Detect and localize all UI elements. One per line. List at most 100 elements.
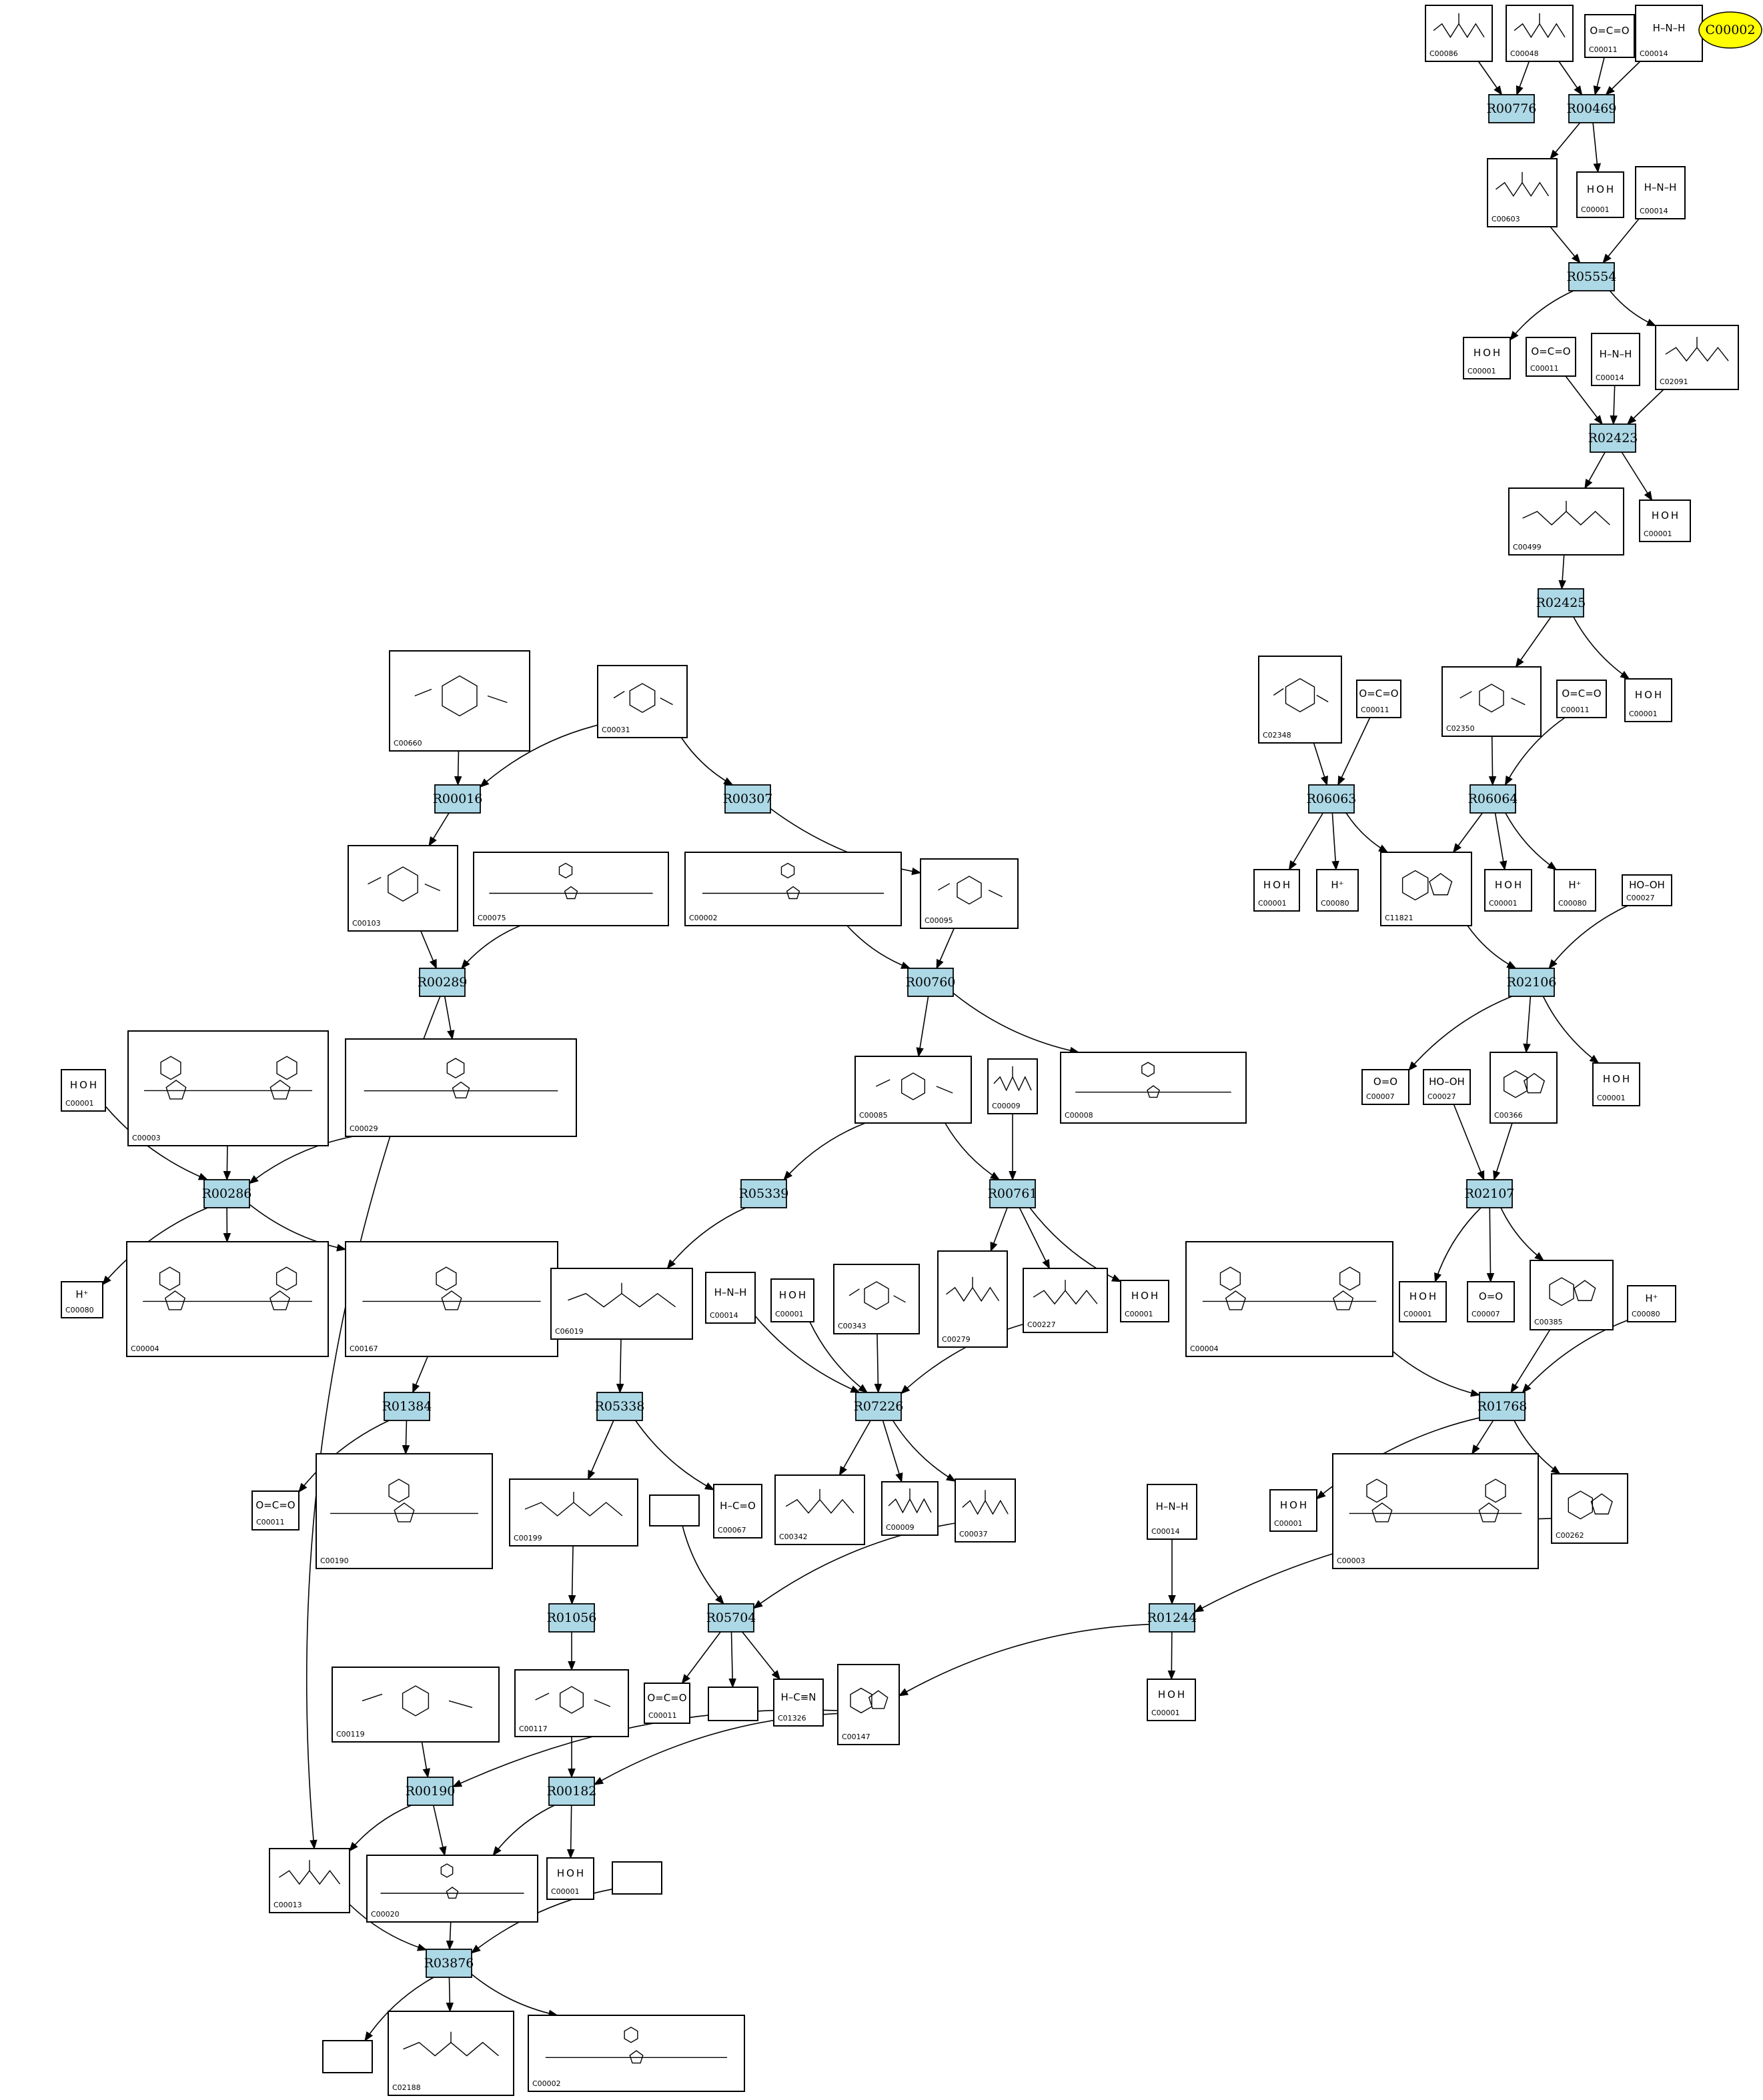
reaction-node[interactable]: R01768: [1478, 1392, 1528, 1421]
reaction-node[interactable]: R00289: [418, 968, 468, 997]
compound-node[interactable]: C00343: [833, 1264, 920, 1334]
reaction-node[interactable]: R00469: [1567, 94, 1617, 123]
compound-node[interactable]: H⁺C00080: [1554, 869, 1596, 912]
compound-node[interactable]: C00262: [1551, 1473, 1628, 1544]
reaction-node[interactable]: R01244: [1147, 1603, 1197, 1633]
compound-node[interactable]: C00147: [837, 1664, 900, 1745]
compound-node[interactable]: [322, 2040, 373, 2073]
compound-node[interactable]: C00660: [389, 650, 530, 752]
compound-node[interactable]: C00009: [881, 1481, 939, 1536]
compound-node[interactable]: H⁺C00080: [61, 1281, 103, 1318]
compound-node[interactable]: C00020: [366, 1855, 538, 1923]
compound-node[interactable]: C06019: [550, 1268, 693, 1340]
reaction-node[interactable]: R02423: [1588, 423, 1638, 453]
reaction-node[interactable]: R01384: [382, 1392, 432, 1421]
reaction-node[interactable]: R02107: [1465, 1179, 1515, 1208]
compound-node[interactable]: C00499: [1508, 487, 1624, 556]
reaction-node[interactable]: R02425: [1536, 588, 1586, 618]
compound-node[interactable]: C00003: [127, 1030, 329, 1146]
reaction-node[interactable]: R00776: [1487, 94, 1537, 123]
compound-node[interactable]: [649, 1494, 700, 1526]
compound-node[interactable]: C00095: [920, 858, 1019, 929]
reaction-node[interactable]: R03876: [424, 1949, 474, 1978]
compound-node[interactable]: C00086: [1425, 5, 1493, 62]
reaction-node[interactable]: R01056: [547, 1603, 597, 1633]
compound-node[interactable]: C02350: [1441, 666, 1542, 737]
compound-node[interactable]: C00603: [1487, 158, 1558, 227]
reaction-node[interactable]: R07226: [854, 1392, 904, 1421]
compound-node[interactable]: C00037: [955, 1478, 1016, 1542]
compound-node[interactable]: C00103: [348, 845, 458, 932]
compound-node[interactable]: C02091: [1655, 325, 1739, 390]
compound-node[interactable]: C00227: [1023, 1268, 1108, 1333]
compound-node[interactable]: C02348: [1258, 656, 1342, 744]
highlight-compound-node[interactable]: C00002: [1698, 11, 1762, 49]
compound-node[interactable]: C00008: [1060, 1052, 1247, 1124]
compound-node[interactable]: C00004: [1185, 1241, 1393, 1357]
reaction-node[interactable]: R06063: [1307, 784, 1357, 814]
compound-node[interactable]: C00013: [269, 1848, 350, 1913]
compound-node[interactable]: C00002: [684, 852, 902, 926]
reaction-node[interactable]: R00016: [433, 784, 483, 814]
compound-node[interactable]: C00385: [1530, 1260, 1614, 1330]
compound-node[interactable]: C00117: [514, 1669, 629, 1737]
compound-node[interactable]: C00199: [509, 1478, 638, 1546]
compound-node[interactable]: C00029: [345, 1038, 577, 1137]
compound-node[interactable]: C00167: [345, 1241, 558, 1357]
reaction-node[interactable]: R00286: [202, 1179, 252, 1208]
compound-node[interactable]: C00366: [1490, 1052, 1558, 1124]
compound-node[interactable]: C00279: [937, 1250, 1008, 1348]
compound-node[interactable]: C00002: [528, 2015, 745, 2092]
compound-node[interactable]: C00004: [126, 1241, 329, 1357]
compound-node[interactable]: C00075: [473, 852, 669, 926]
reaction-node[interactable]: R05339: [739, 1179, 789, 1208]
reaction-node[interactable]: R05704: [706, 1603, 756, 1633]
compound-node[interactable]: C00048: [1506, 5, 1574, 62]
compound-node[interactable]: H⁺C00080: [1627, 1285, 1676, 1322]
compound-node[interactable]: C00009: [987, 1058, 1038, 1114]
compound-node[interactable]: C02188: [388, 2011, 514, 2096]
compound-node[interactable]: C00085: [854, 1056, 972, 1124]
compound-node[interactable]: C00031: [597, 665, 688, 738]
compound-node[interactable]: C00342: [774, 1474, 865, 1545]
compound-node[interactable]: C00003: [1332, 1453, 1539, 1569]
compound-node[interactable]: C11821: [1380, 852, 1472, 926]
compound-node[interactable]: [612, 1861, 662, 1895]
compound-node[interactable]: C00119: [332, 1667, 500, 1743]
reaction-node[interactable]: R00182: [547, 1777, 597, 1806]
reaction-node[interactable]: R02106: [1507, 968, 1557, 997]
compound-node[interactable]: C00190: [316, 1453, 493, 1569]
reaction-node[interactable]: R00307: [723, 784, 773, 814]
reaction-node[interactable]: R05554: [1567, 262, 1617, 291]
reaction-node[interactable]: R00760: [906, 968, 956, 997]
